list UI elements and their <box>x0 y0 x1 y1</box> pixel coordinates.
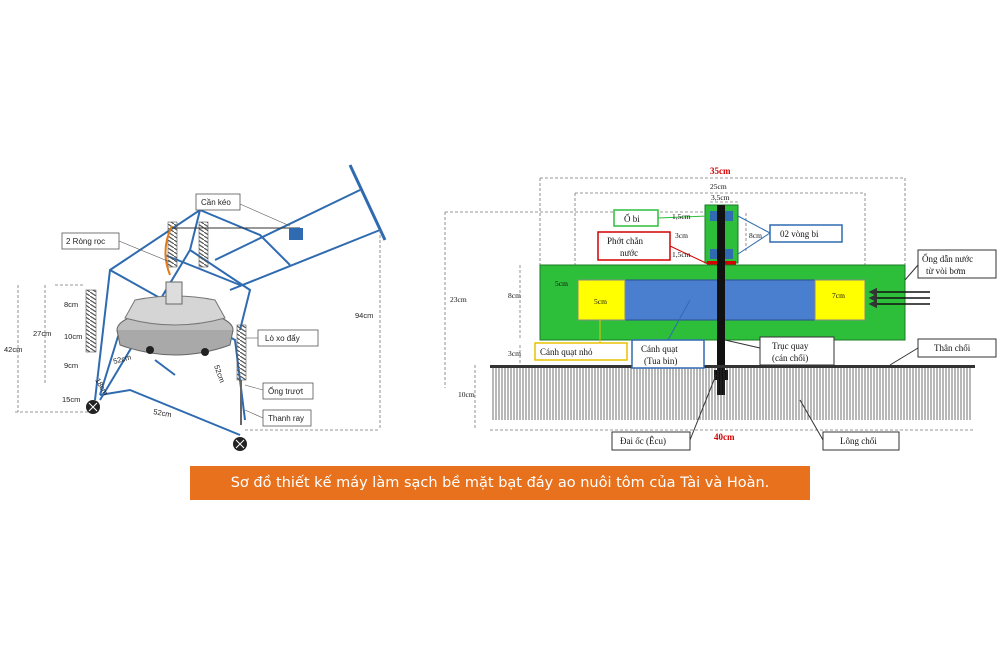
label-canh-quat-nho: Cánh quạt nhỏ <box>540 347 593 357</box>
dim-10cm: 10cm <box>64 332 82 341</box>
dim-40cm: 40cm <box>714 432 735 442</box>
dim-7cm: 7cm <box>832 291 845 300</box>
brush-disc <box>116 281 234 356</box>
dim-3cm: 3cm <box>675 231 688 240</box>
label-dai-oc: Đai ốc (Êcu) <box>620 436 666 446</box>
dim-15cm: 15cm <box>62 395 80 404</box>
dim-35cm: 35cm <box>710 166 731 176</box>
pulley-spring-1 <box>167 221 178 268</box>
brush-body <box>490 365 975 368</box>
label-rong-roc: 2 Ròng rọc <box>66 237 105 246</box>
label-canh-quat-2: (Tua bin) <box>644 356 677 366</box>
label-long-choi: Lông chổi <box>840 436 877 446</box>
dim-8cm: 8cm <box>64 300 78 309</box>
label-phot-2: nước <box>620 248 638 258</box>
dim-94cm: 94cm <box>355 311 373 320</box>
dim-52cm-c: 52cm <box>153 407 173 419</box>
dim-52cm-b: 52cm <box>212 364 227 384</box>
rope <box>164 225 173 276</box>
handle-clamp <box>289 228 303 240</box>
label-can-keo: Cần kéo <box>201 198 231 207</box>
dim-9cm: 9cm <box>64 361 78 370</box>
label-vong-bi: 02 vòng bi <box>780 229 819 239</box>
dim-8cm-right: 8cm <box>749 231 762 240</box>
dim-10cm: 10cm <box>458 390 475 399</box>
dim-3-5cm: 3,5cm <box>711 193 730 202</box>
label-ong-truot: Ống trượt <box>268 386 304 396</box>
dim-23cm: 23cm <box>450 295 467 304</box>
pulley-spring-2 <box>198 221 209 268</box>
label-truc-quay-2: (cán chổi) <box>772 353 808 363</box>
label-lo-xo: Lò xo đẩy <box>265 334 300 343</box>
shaft <box>717 205 725 395</box>
label-ong-dan-1: Ống dẫn nước <box>922 254 973 264</box>
dim-5cm-b: 5cm <box>594 297 607 306</box>
label-o-bi: Ổ bi <box>624 214 640 224</box>
label-canh-quat-1: Cánh quạt <box>641 344 678 354</box>
dim-8cm-left: 8cm <box>508 291 521 300</box>
label-ong-dan-2: từ vòi bơm <box>926 266 966 276</box>
dim-1-5cm-a: 1,5cm <box>672 212 691 221</box>
dim-25cm: 25cm <box>710 182 727 191</box>
right-section-diagram: Ổ bi Phớt chắn nước 02 vòng bi Ống dẫn n… <box>444 166 997 451</box>
dim-42cm: 42cm <box>4 345 22 354</box>
dim-5cm-a: 5cm <box>555 279 568 288</box>
small-fan-left <box>577 279 626 321</box>
label-phot-1: Phớt chắn <box>607 236 644 246</box>
dim-3cm-left: 3cm <box>508 349 521 358</box>
small-fan-right <box>814 279 866 321</box>
left-spring <box>85 289 97 353</box>
dim-27cm: 27cm <box>33 329 51 338</box>
bristles <box>492 368 972 420</box>
label-truc-quay-1: Trục quay <box>772 341 809 351</box>
dim-1-5cm-b: 1,5cm <box>672 250 691 259</box>
label-thanh-ray: Thanh ray <box>268 414 304 423</box>
caption-banner: Sơ đồ thiết kế máy làm sạch bề mặt bạt đ… <box>190 466 810 500</box>
left-machine-sketch: Cần kéo 2 Ròng rọc Lò xo đẩy Ống trượt T… <box>4 164 387 451</box>
right-spring <box>236 324 247 381</box>
label-than-choi: Thân chổi <box>934 343 971 353</box>
water-inlet-arrows <box>868 287 930 309</box>
